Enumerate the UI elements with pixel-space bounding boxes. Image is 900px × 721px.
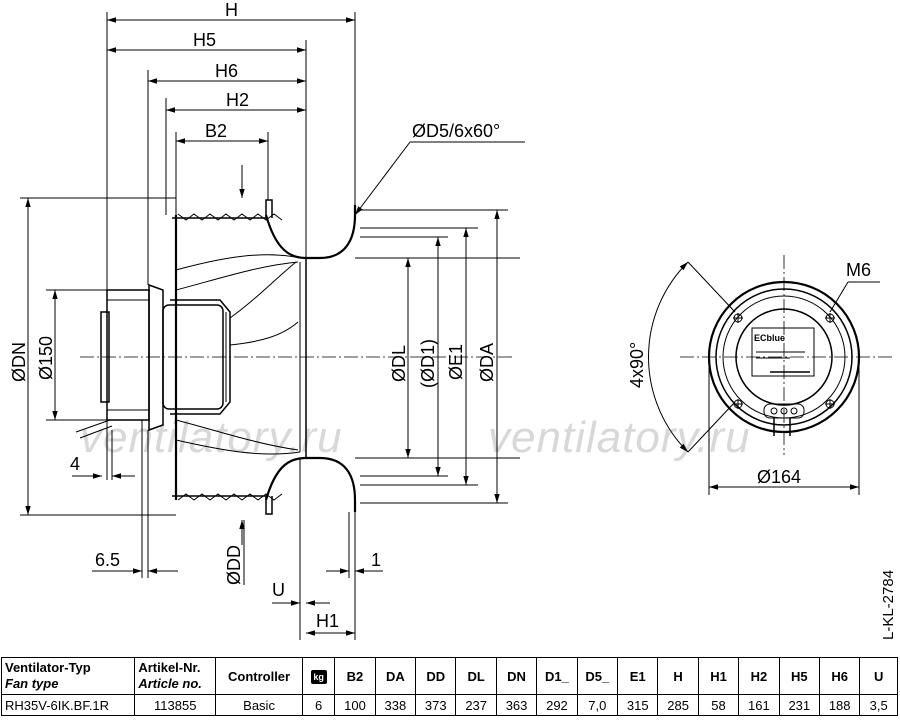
cell-H6: 188 [818, 694, 861, 716]
header-D5: D5_ [576, 657, 619, 695]
dim-D1: (ØD1) [418, 339, 438, 388]
header-fan-type-en: Fan type [5, 676, 59, 691]
side-view: H H5 H6 H2 B2 ØD5/6x60° [9, 0, 525, 640]
cell-U: 3,5 [859, 694, 898, 716]
dim-DD: ØDD [224, 545, 244, 585]
dim-H2: H2 [226, 90, 249, 110]
dim-DN: ØDN [9, 342, 29, 382]
header-H6: H6 [818, 657, 861, 695]
header-H5: H5 [778, 657, 820, 695]
header-fan-type-de: Ventilator-Typ [5, 660, 91, 675]
dim-H: H [225, 0, 238, 20]
cell-H1: 58 [697, 694, 740, 716]
dim-4: 4 [70, 454, 80, 474]
cell-H2: 161 [738, 694, 780, 716]
header-article-en: Article no. [138, 676, 202, 691]
dim-D5-holes: ØD5/6x60° [412, 121, 500, 141]
header-fan-type: Ventilator-Typ Fan type [0, 657, 136, 695]
cell-H5: 231 [778, 694, 820, 716]
header-controller: Controller [215, 657, 303, 695]
cell-E1: 315 [617, 694, 659, 716]
header-E1: E1 [617, 657, 659, 695]
dim-H6: H6 [215, 61, 238, 81]
table-header-row: Ventilator-Typ Fan type Artikel-Nr. Arti… [0, 657, 898, 695]
header-H1: H1 [697, 657, 740, 695]
dim-DA: ØDA [477, 343, 497, 382]
cell-fan-type: RH35V-6IK.BF.1R [0, 694, 136, 716]
header-weight: kg [301, 657, 336, 695]
drawing-number: L-KL-2784 [880, 570, 897, 640]
header-D1: D1_ [536, 657, 578, 695]
cell-controller: Basic [215, 694, 303, 716]
thread-M6: M6 [846, 260, 871, 280]
dim-B2: B2 [205, 121, 227, 141]
angle-4x90: 4x90° [627, 342, 647, 388]
watermark-left: ventilatory.ru [80, 413, 343, 462]
ecblue-label: ECblue [754, 333, 785, 343]
dim-U: U [272, 580, 285, 600]
header-DD: DD [415, 657, 457, 695]
dim-H5: H5 [193, 30, 216, 50]
front-view: ECblue 4x90° M6 Ø164 [627, 255, 895, 495]
watermark-right: ventilatory.ru [488, 413, 751, 462]
dim-6-5: 6.5 [95, 550, 120, 570]
technical-drawing: ventilatory.ru ventilatory.ru H H5 H6 H2… [9, 0, 897, 640]
header-article: Artikel-Nr. Article no. [134, 657, 217, 695]
dim-1: 1 [371, 550, 381, 570]
cell-H: 285 [657, 694, 699, 716]
cell-D1: 292 [536, 694, 578, 716]
weight-kg-icon: kg [310, 670, 327, 684]
cell-B2: 100 [334, 694, 376, 716]
cell-weight: 6 [301, 694, 336, 716]
cell-DN: 363 [495, 694, 538, 716]
header-DL: DL [455, 657, 497, 695]
header-U: U [859, 657, 898, 695]
header-B2: B2 [334, 657, 376, 695]
cell-DL: 237 [455, 694, 497, 716]
cell-DA: 338 [374, 694, 417, 716]
dim-DL: ØDL [389, 345, 409, 382]
cell-DD: 373 [415, 694, 457, 716]
header-article-de: Artikel-Nr. [138, 660, 201, 675]
dim-E1: ØE1 [446, 344, 466, 380]
dim-H1: H1 [316, 611, 339, 631]
cell-article: 113855 [134, 694, 217, 716]
header-H: H [657, 657, 699, 695]
header-DN: DN [495, 657, 538, 695]
dim-164: Ø164 [757, 467, 801, 487]
header-DA: DA [374, 657, 417, 695]
table-row: RH35V-6IK.BF.1R 113855 Basic 6 100 338 3… [0, 694, 898, 716]
dim-150: Ø150 [36, 336, 56, 380]
header-H2: H2 [738, 657, 780, 695]
spec-table: Ventilator-Typ Fan type Artikel-Nr. Arti… [0, 657, 898, 716]
cell-D5: 7,0 [576, 694, 619, 716]
